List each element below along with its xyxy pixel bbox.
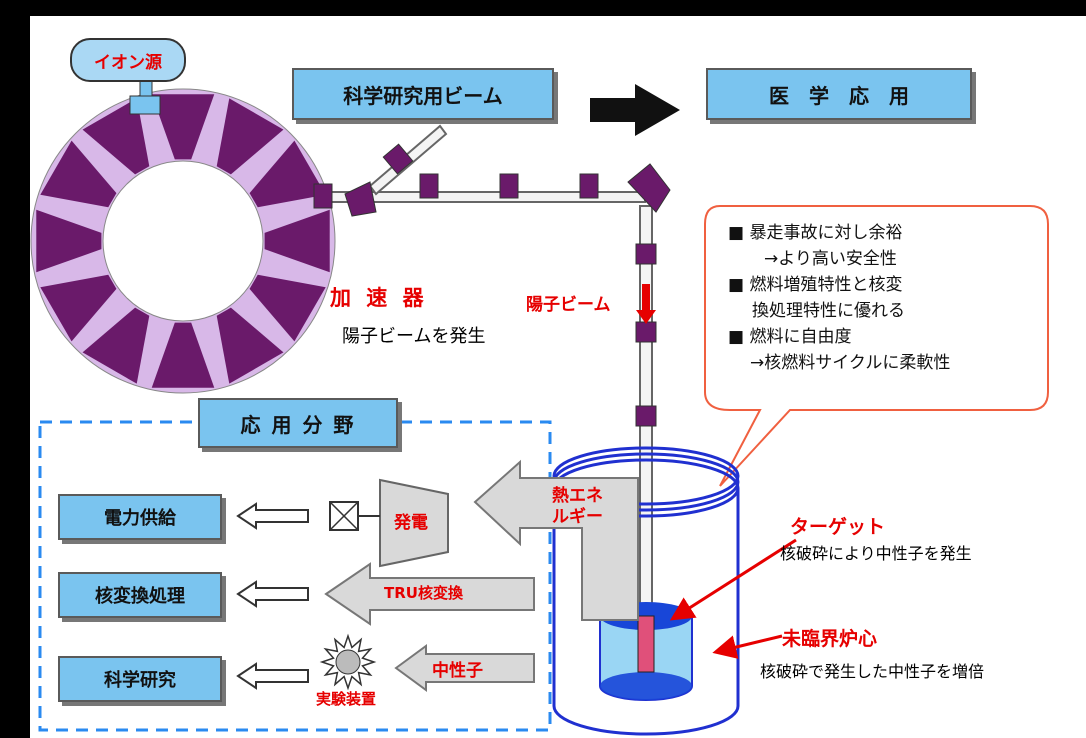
bubble-text: ■ 暴走事故に対し余裕 →より高い安全性 ■ 燃料増殖特性と核変 換処理特性に優… bbox=[728, 220, 950, 376]
core-pointer bbox=[712, 634, 783, 659]
heat-energy-text: 熱エネルギー bbox=[552, 486, 603, 527]
beam-magnets bbox=[313, 143, 671, 427]
target-pointer bbox=[669, 538, 797, 621]
magnet-wedge bbox=[264, 209, 330, 273]
ion-source-label: イオン源 bbox=[70, 38, 186, 82]
accelerator-ring bbox=[30, 88, 336, 394]
accelerator-desc: 陽子ビームを発生 bbox=[342, 326, 486, 347]
bubble-line-1: ■ 暴走事故に対し余裕 bbox=[728, 223, 903, 243]
medical-arrow bbox=[590, 84, 680, 136]
magnet-wedge bbox=[151, 94, 215, 160]
apparatus-label: 実験装置 bbox=[316, 690, 377, 708]
magnet-wedge bbox=[216, 98, 284, 175]
heat-energy-label: 熱エネルギー bbox=[552, 486, 644, 528]
output-arrows bbox=[236, 502, 309, 690]
tru-label: TRU核変換 bbox=[384, 584, 463, 602]
applications-title: 応 用 分 野 bbox=[198, 398, 398, 448]
magnet-wedge bbox=[216, 307, 284, 384]
science-research-box: 科学研究 bbox=[58, 656, 222, 702]
apparatus-icon bbox=[319, 633, 377, 691]
diagram-canvas: イオン源 科学研究用ビーム 医 学 応 用 加 速 器 陽子ビームを発生 陽子ビ… bbox=[30, 16, 1086, 738]
speech-bubble bbox=[704, 205, 1049, 487]
tru-arrow bbox=[324, 562, 535, 626]
magnet-wedge bbox=[82, 98, 150, 175]
accelerator-magnets bbox=[36, 94, 330, 388]
neutron-label: 中性子 bbox=[432, 661, 483, 681]
core-desc: 核破砕で発生した中性子を増倍 bbox=[760, 662, 985, 681]
science-beam-box: 科学研究用ビーム bbox=[292, 68, 554, 120]
medical-box: 医 学 応 用 bbox=[706, 68, 972, 120]
power-supply-box: 電力供給 bbox=[58, 494, 222, 540]
magnet-wedge bbox=[249, 274, 326, 342]
magnet-wedge bbox=[82, 307, 150, 384]
bubble-line-6: →核燃料サイクルに柔軟性 bbox=[750, 353, 951, 373]
target-desc: 核破砕により中性子を発生 bbox=[780, 544, 972, 563]
ion-source-coupler bbox=[129, 95, 161, 115]
bubble-line-5: ■ 燃料に自由度 bbox=[728, 327, 852, 347]
core-title: 未臨界炉心 bbox=[782, 628, 878, 650]
magnet-wedge bbox=[249, 140, 326, 208]
generator-shape bbox=[379, 478, 449, 568]
accelerator-title: 加 速 器 bbox=[330, 286, 428, 310]
proton-beam-arrowhead bbox=[636, 310, 656, 324]
magnet-wedge bbox=[151, 322, 215, 388]
proton-beam-label: 陽子ビーム bbox=[526, 295, 611, 315]
transmutation-box: 核変換処理 bbox=[58, 572, 222, 618]
heat-energy-arrow bbox=[473, 459, 639, 621]
bubble-line-3: ■ 燃料増殖特性と核変 bbox=[728, 275, 903, 295]
magnet-wedge bbox=[40, 274, 117, 342]
magnet-wedge bbox=[40, 140, 117, 208]
bubble-line-2: →より高い安全性 bbox=[764, 249, 897, 269]
applications-frame bbox=[38, 420, 552, 732]
magnet-wedge bbox=[36, 209, 102, 273]
target-title: ターゲット bbox=[790, 516, 886, 538]
neutron-arrow bbox=[394, 644, 535, 692]
diagram-graphics bbox=[30, 77, 1049, 736]
bubble-line-4: 換処理特性に優れる bbox=[752, 301, 905, 321]
generator-label: 発電 bbox=[394, 513, 428, 533]
